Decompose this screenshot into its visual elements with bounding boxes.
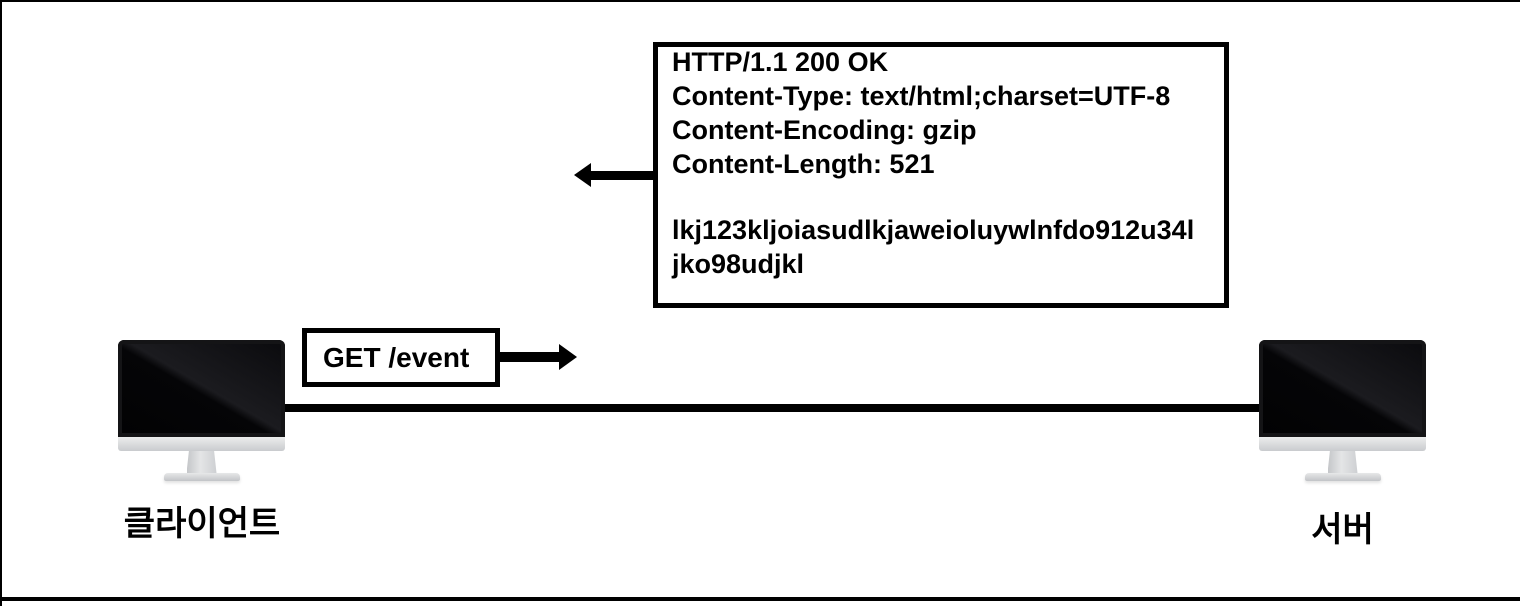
server-label: 서버: [1311, 511, 1374, 549]
http-response-box: HTTP/1.1 200 OK Content-Type: text/html;…: [653, 42, 1229, 308]
server-monitor-screen: [1259, 340, 1426, 437]
response-arrow-shaft: [590, 171, 654, 180]
slide-border-left: [0, 0, 2, 606]
request-label: GET /event: [323, 341, 470, 373]
response-header-content-encoding: Content-Encoding: gzip: [672, 115, 977, 145]
response-header-content-type: Content-Type: text/html;charset=UTF-8: [672, 81, 1171, 111]
client-monitor-chin: [118, 437, 285, 451]
response-body: lkj123kljoiasudlkjaweioluywlnfdo912u34lj…: [672, 215, 1195, 279]
client-monitor-base: [163, 473, 240, 481]
response-blank-line: [672, 181, 1196, 215]
client-monitor-icon: [118, 340, 285, 481]
client-monitor-stand: [186, 451, 217, 473]
server-monitor-icon: [1259, 340, 1426, 481]
slide-border-bottom: [0, 597, 1520, 601]
request-arrow-right-icon: [559, 344, 577, 370]
client-server-connection-line: [260, 404, 1266, 412]
response-header-content-length: Content-Length: 521: [672, 149, 935, 179]
client-label: 클라이언트: [123, 505, 281, 543]
server-monitor-base: [1304, 473, 1381, 481]
slide-border-top: [0, 0, 1520, 2]
response-status-line: HTTP/1.1 200 OK: [672, 47, 889, 77]
server-monitor-chin: [1259, 437, 1426, 451]
response-arrow-left-icon: [574, 163, 591, 187]
request-arrow-shaft: [500, 352, 560, 362]
http-request-box: GET /event: [302, 328, 500, 387]
server-monitor-stand: [1327, 451, 1358, 473]
client-monitor-screen: [118, 340, 285, 437]
